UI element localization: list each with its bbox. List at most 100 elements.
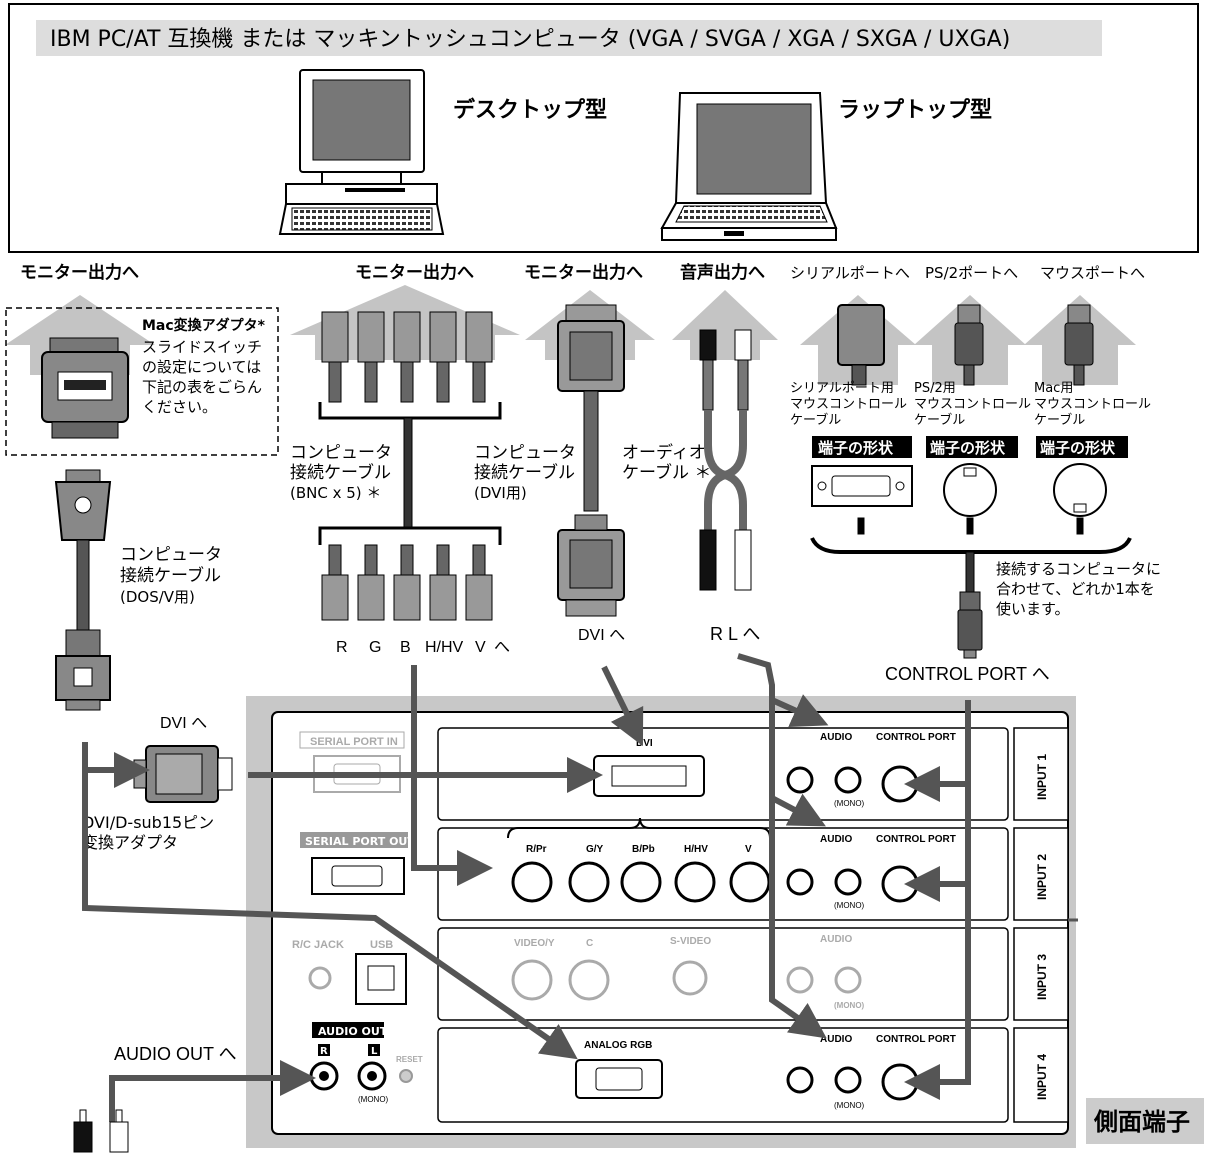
video-c-jack[interactable] — [570, 961, 608, 999]
control-port-to-label: CONTROL PORT へ — [885, 664, 1050, 684]
bnc-pin-b: B — [400, 639, 411, 656]
ps2-cable-label-1: PS/2用 — [914, 381, 956, 396]
component-g-label: G/Y — [586, 844, 604, 855]
input-4-row: ANALOG RGB AUDIO CONTROL PORT (MONO) INP… — [438, 1028, 1068, 1122]
audio-cable-label-2: ケーブル ＊ — [622, 462, 711, 483]
bnc-pin-v: V — [475, 639, 486, 656]
bnc-pin-hhv: H/HV — [425, 639, 464, 656]
component-r-label: R/Pr — [526, 844, 547, 855]
shape-label-mac: 端子の形状 — [1040, 439, 1116, 457]
laptop-label: ラップトップ型 — [838, 98, 992, 123]
control-note-3: 使います。 — [996, 600, 1070, 618]
laptop-computer-icon — [662, 93, 836, 240]
mac-cable-label-1: Mac用 — [1034, 381, 1073, 396]
mono-label-1: (MONO) — [834, 799, 865, 808]
audio-2-r[interactable] — [788, 870, 812, 894]
bnc-top-connectors — [322, 312, 492, 402]
serial-cable-label-1: シリアルポート用 — [790, 381, 894, 396]
s-video-port[interactable] — [674, 962, 706, 994]
adapter-label-1: DVI/D-sub15ピン — [82, 813, 214, 832]
video-c-label: C — [586, 938, 593, 949]
computer-header-box: IBM PC/AT 互換機 または マッキントッシュコンピュータ (VGA / … — [9, 4, 1198, 252]
bnc-pin-to: へ — [494, 639, 510, 656]
bnc-bottom-connectors — [322, 545, 492, 620]
mac-adapter-line-4: ください。 — [142, 398, 217, 416]
dosv-cable-label-3: (DOS/V用) — [120, 588, 195, 606]
audio-label-1: AUDIO — [820, 732, 852, 743]
control-port-label-4: CONTROL PORT — [876, 1034, 956, 1045]
control-port-2[interactable] — [883, 867, 917, 901]
audio-cable — [700, 330, 751, 590]
component-v-label: V — [745, 844, 752, 855]
audio-3-l[interactable] — [836, 968, 860, 992]
bnc-jack-v[interactable] — [731, 863, 769, 901]
audio-label-3: AUDIO — [820, 934, 852, 945]
reset-button[interactable] — [400, 1070, 412, 1082]
video-y-label: VIDEO/Y — [514, 938, 555, 949]
control-port-1[interactable] — [883, 767, 917, 801]
rc-jack-port[interactable] — [310, 968, 330, 988]
audio-2-l[interactable] — [836, 870, 860, 894]
s-video-label: S-VIDEO — [670, 936, 711, 947]
video-y-jack[interactable] — [513, 961, 551, 999]
audio-4-r[interactable] — [788, 1068, 812, 1092]
bnc-jack-hhv[interactable] — [676, 863, 714, 901]
input-2-label: INPUT 2 — [1035, 854, 1049, 900]
control-note-2: 合わせて、どれか1本を — [996, 580, 1155, 598]
desktop-computer-icon — [280, 70, 443, 234]
mono-label-2: (MONO) — [834, 901, 865, 910]
audio-out-l-letter: L — [371, 1046, 378, 1057]
control-cable — [958, 552, 982, 658]
control-port-4[interactable] — [883, 1065, 917, 1099]
bnc-jack-b[interactable] — [622, 863, 660, 901]
ps2-cable-label-3: ケーブル — [914, 412, 965, 428]
bnc-pin-labels: R G B H/HV V へ — [336, 639, 510, 656]
serial-in-label: SERIAL PORT IN — [310, 736, 398, 748]
ps2-cable-label-2: マウスコントロール — [914, 397, 1031, 412]
serial-cable-label-3: ケーブル — [790, 412, 841, 428]
audio-to-label: R L へ — [710, 624, 760, 644]
audio-out-plugs — [74, 1110, 128, 1152]
dosv-cable-label-2: 接続ケーブル — [120, 565, 221, 586]
dvi-to-label: DVI へ — [578, 627, 625, 644]
adapter-label-2: 変換アダプタ — [82, 833, 178, 852]
mono-label-4: (MONO) — [834, 1101, 865, 1110]
header-title: IBM PC/AT 互換機 または マッキントッシュコンピュータ (VGA / … — [50, 27, 1010, 52]
serial-out-label: SERIAL PORT OUT — [305, 835, 415, 848]
audio-4-l[interactable] — [836, 1068, 860, 1092]
bnc-cable-label-1: コンピュータ — [290, 443, 392, 463]
control-note-1: 接続するコンピュータに — [996, 560, 1161, 578]
rc-jack-label: R/C JACK — [292, 939, 344, 951]
audio-1-r[interactable] — [788, 768, 812, 792]
input-3-row: VIDEO/Y C S-VIDEO AUDIO (MONO) INPUT 3 — [438, 928, 1068, 1020]
mac-adapter-line-1: スライドスイッチ — [142, 338, 262, 356]
ps2-port-label: PS/2ポートへ — [925, 264, 1018, 282]
reset-label: RESET — [396, 1055, 423, 1064]
desktop-label: デスクトップ型 — [453, 97, 607, 123]
bnc-jack-r[interactable] — [513, 863, 551, 901]
bnc-pin-g: G — [369, 639, 381, 656]
input-1-label: INPUT 1 — [1035, 754, 1049, 800]
mac-cable-label-3: ケーブル — [1034, 412, 1085, 428]
mac-adapter-line-2: の設定については — [142, 358, 261, 376]
dvi-panel-label: DVI — [636, 738, 653, 749]
analog-rgb-label: ANALOG RGB — [584, 1040, 652, 1051]
dosv-cable — [56, 470, 110, 710]
input-3-label: INPUT 3 — [1035, 954, 1049, 1000]
audio-out-label: 音声出力へ — [680, 262, 765, 283]
mouse-port-label: マウスポートへ — [1040, 264, 1145, 282]
dvi-cable-label-1: コンピュータ — [474, 443, 576, 463]
control-port-label-1: CONTROL PORT — [876, 732, 956, 743]
control-port-label-2: CONTROL PORT — [876, 834, 956, 845]
mac-adapter-line-3: 下記の表をごらん — [142, 378, 262, 396]
audio-3-r[interactable] — [788, 968, 812, 992]
shape-label-serial: 端子の形状 — [818, 439, 894, 457]
input-2-row: R/Pr G/Y B/Pb H/HV V AUDIO CONTROL PORT … — [438, 818, 1068, 920]
audio-out-panel-label: AUDIO OUT — [318, 1025, 388, 1038]
audio-cable-label-1: オーディオ — [622, 442, 706, 463]
bnc-jack-g[interactable] — [570, 863, 608, 901]
audio-1-l[interactable] — [836, 768, 860, 792]
audio-label-4: AUDIO — [820, 1034, 852, 1045]
connector-shapes — [812, 464, 1106, 534]
